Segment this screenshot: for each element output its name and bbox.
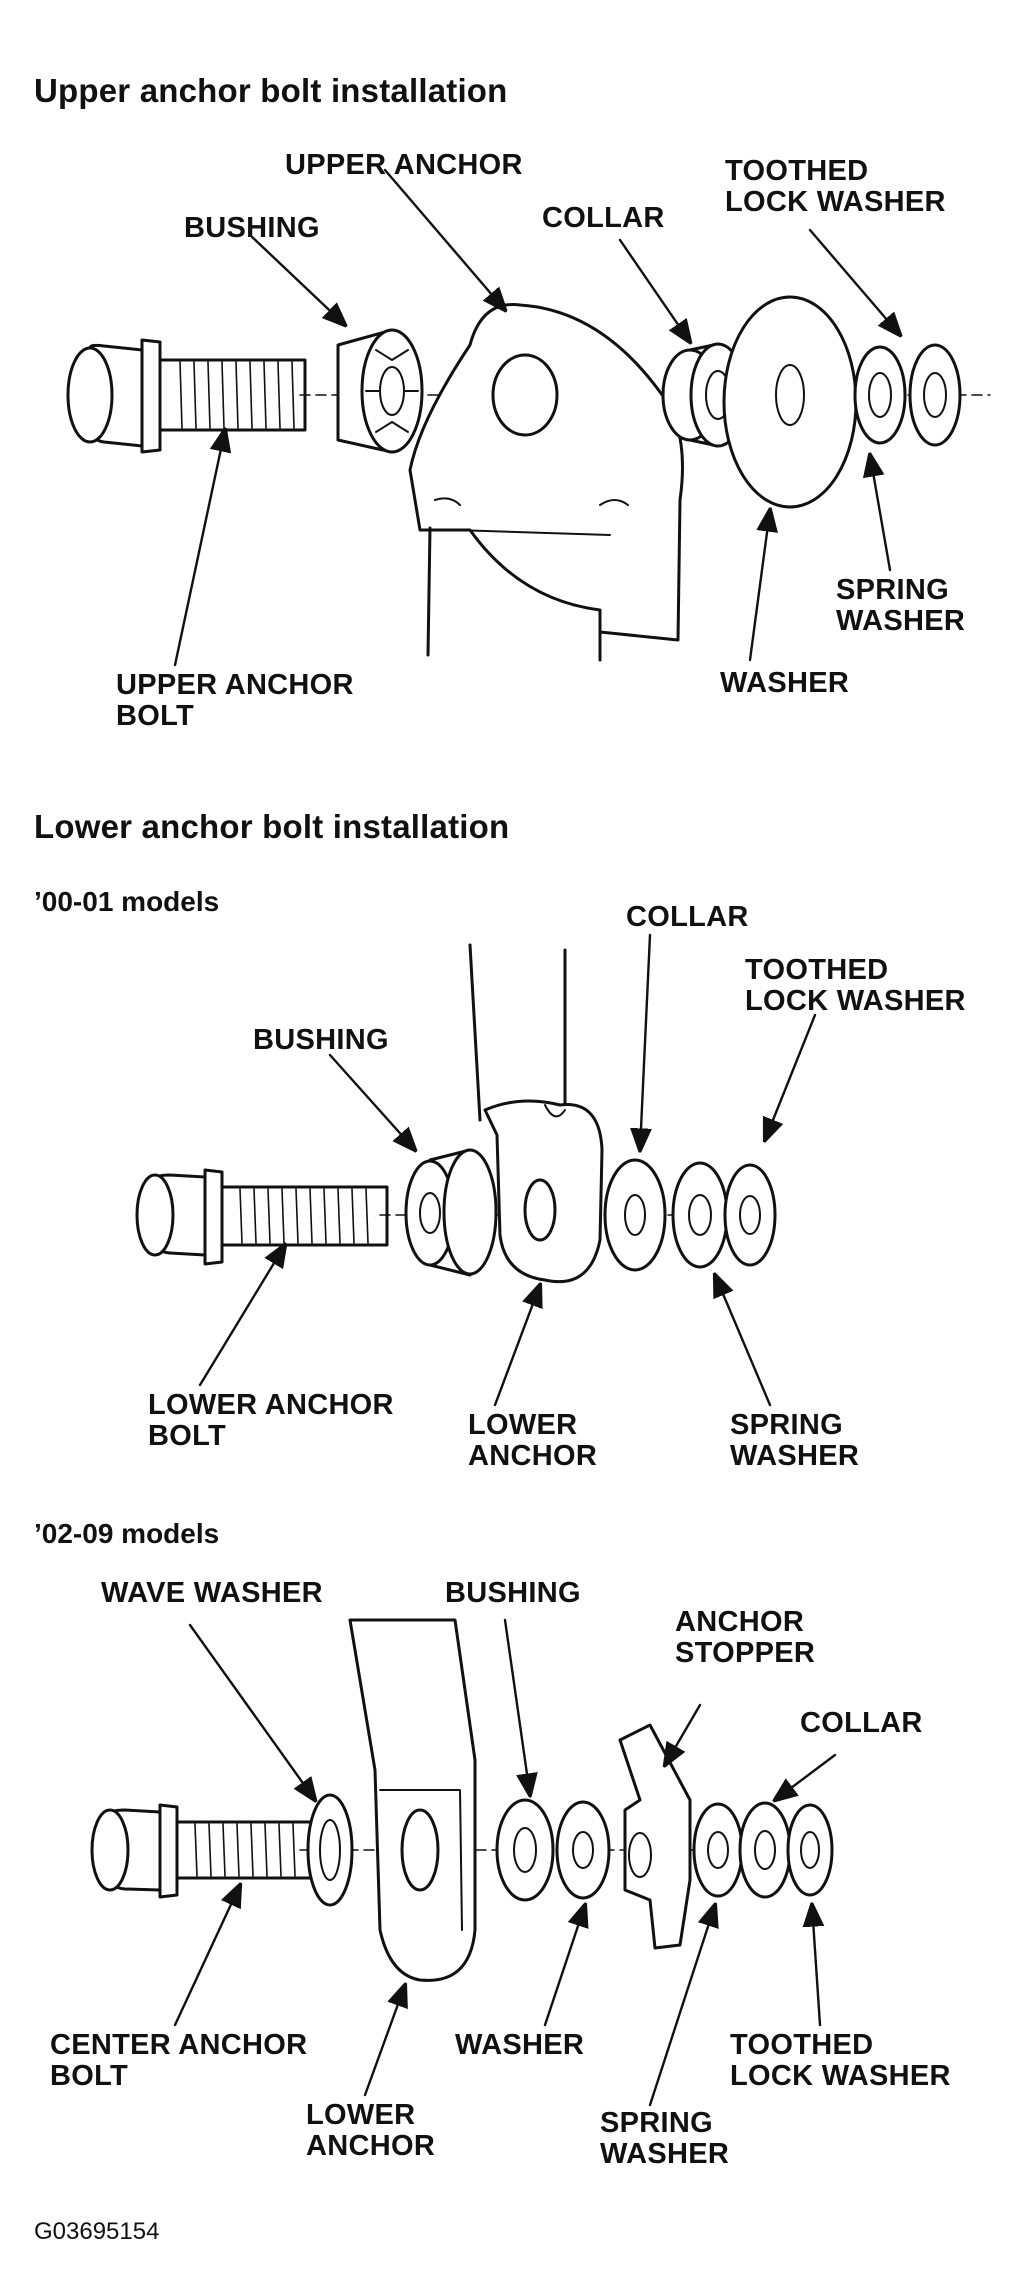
label-0209-anchor-stopper: ANCHOR STOPPER [675, 1606, 816, 1669]
lower-0001-bolt [135, 1168, 771, 1266]
label-0209-wave-washer: WAVE WASHER [101, 1577, 323, 1609]
lower-0209-wave-washer [306, 1793, 354, 1907]
label-0001-bushing: BUSHING [253, 1024, 389, 1056]
label-0209-toothed-lock-washer: TOOTHED LOCK WASHER [730, 2029, 951, 2092]
upper-section-title: Upper anchor bolt installation [34, 72, 508, 109]
label-0001-lower-anchor: LOWER ANCHOR [468, 1409, 598, 1472]
label-collar: COLLAR [542, 202, 665, 234]
label-washer: WASHER [720, 667, 850, 699]
label-0209-bushing: BUSHING [445, 1577, 581, 1609]
upper-washer [722, 295, 858, 509]
models-0209-title: ’02-09 models [34, 1518, 220, 1549]
label-toothed-lock-washer: TOOTHED LOCK WASHER [725, 155, 946, 218]
label-upper-anchor: UPPER ANCHOR [285, 149, 523, 181]
label-0001-collar: COLLAR [626, 901, 749, 933]
label-0209-spring-washer: SPRING WASHER [600, 2107, 730, 2170]
lower-0209-toothed-lock-washer [786, 1803, 834, 1897]
lower-0209-spring-washer [692, 1802, 744, 1898]
lower-0001-anchor [468, 943, 604, 1284]
lower-0001-toothed-lock-washer [723, 1163, 777, 1267]
lower-0001-collar [603, 1158, 667, 1272]
label-0001-spring-washer: SPRING WASHER [730, 1409, 860, 1472]
label-0001-toothed-lock-washer: TOOTHED LOCK WASHER [745, 954, 966, 1017]
label-0209-center-anchor-bolt: CENTER ANCHOR BOLT [50, 2029, 308, 2092]
lower-0209-washer [555, 1800, 611, 1900]
lower-0001-bushing [404, 1148, 498, 1277]
figure-code: G03695154 [34, 2218, 160, 2245]
lower-0209-bushing [495, 1798, 555, 1902]
models-0001-title: ’00-01 models [34, 886, 220, 917]
upper-spring-washer [853, 345, 907, 445]
label-0209-collar: COLLAR [800, 1707, 923, 1739]
upper-anchor-plate [408, 303, 684, 662]
label-upper-anchor-bolt: UPPER ANCHOR BOLT [116, 669, 354, 732]
label-0209-washer: WASHER [455, 2029, 585, 2061]
upper-toothed-lock-washer [908, 343, 962, 447]
lower-0001-spring-washer [671, 1161, 729, 1269]
lower-0209-bolt [90, 1803, 831, 1899]
lower-0209-collar [738, 1801, 792, 1899]
lower-0209-anchor [348, 1618, 477, 1982]
upper-anchor-bolt [66, 338, 991, 454]
upper-bushing [336, 328, 424, 454]
label-bushing: BUSHING [184, 212, 320, 244]
lower-0209-anchor-stopper [618, 1723, 692, 1950]
label-0209-lower-anchor: LOWER ANCHOR [306, 2099, 436, 2162]
lower-section-title: Lower anchor bolt installation [34, 808, 510, 845]
label-0001-lower-anchor-bolt: LOWER ANCHOR BOLT [148, 1389, 394, 1452]
label-spring-washer: SPRING WASHER [836, 574, 966, 637]
